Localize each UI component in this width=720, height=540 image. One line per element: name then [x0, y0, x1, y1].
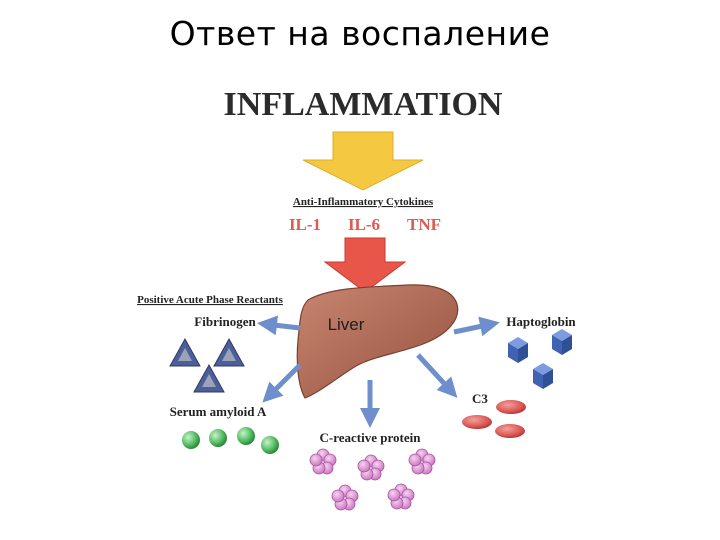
red-down-arrow: [323, 237, 407, 293]
fibrinogen-label: Fibrinogen: [194, 314, 256, 329]
cytokine-tnf: TNF: [407, 215, 441, 234]
c3-label: C3: [472, 391, 488, 406]
diagram-heading: INFLAMMATION: [224, 86, 503, 123]
haptoglobin-label: Haptoglobin: [506, 314, 576, 329]
crp-label: C-reactive protein: [320, 430, 422, 445]
slide-title: Ответ на воспаление: [169, 14, 551, 53]
cytokines-label: Anti-Inflammatory Cytokines: [293, 196, 434, 208]
liver-shape: [296, 284, 459, 399]
fibrinogen-triangles: [169, 337, 245, 393]
cytokine-il6: IL-6: [348, 215, 380, 234]
arrow-to-haptoglobin: [453, 316, 500, 337]
liver-label: Liver: [328, 315, 365, 334]
yellow-down-arrow: [302, 131, 424, 191]
c3-discs: [462, 400, 526, 438]
reactants-label: Positive Acute Phase Reactants: [137, 294, 283, 306]
cytokine-il1: IL-1: [289, 215, 321, 234]
arrow-to-c3: [416, 353, 458, 398]
serum-amyloid-spheres: [182, 427, 279, 454]
arrow-to-serum-amyloid: [262, 363, 302, 403]
crp-pentamers: [309, 448, 436, 511]
haptoglobin-cubes: [508, 329, 572, 389]
serum-amyloid-label: Serum amyloid A: [170, 404, 267, 419]
arrow-to-fibrinogen: [257, 315, 301, 336]
